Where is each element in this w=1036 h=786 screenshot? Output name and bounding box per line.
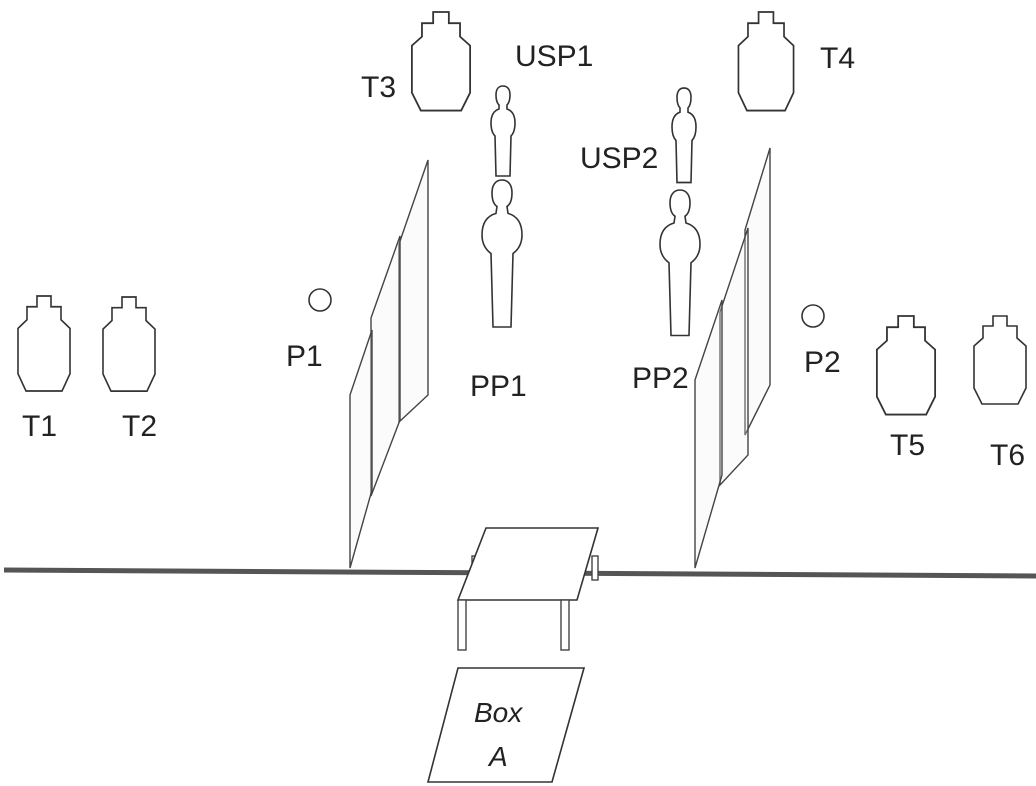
table-leg-back-right [591, 555, 599, 581]
table-leg-front-right [560, 599, 570, 651]
label-usp1: USP1 [515, 40, 593, 73]
left-panel-rear [398, 159, 429, 424]
table-leg-front-left [457, 599, 467, 651]
target-t3 [410, 11, 472, 112]
start-box-label-line1: Box [474, 697, 523, 728]
label-p1: P1 [286, 340, 323, 373]
no-shoot-usp2 [671, 87, 697, 184]
label-pp2: PP2 [632, 362, 689, 395]
label-p2: P2 [804, 346, 841, 379]
no-shoot-usp1 [490, 85, 516, 177]
left-panel-front [349, 329, 373, 569]
label-t5: T5 [890, 429, 925, 462]
right-panel-rear [744, 147, 771, 436]
right-panel-middle [719, 227, 749, 487]
target-t1 [17, 295, 71, 392]
popper-p1 [308, 288, 332, 312]
target-t6 [973, 315, 1027, 405]
start-box [426, 667, 586, 783]
left-wall [349, 159, 429, 569]
label-pp1: PP1 [470, 370, 527, 403]
target-t4 [737, 11, 795, 112]
label-t6: T6 [990, 439, 1025, 472]
target-t5 [875, 315, 937, 416]
label-t4: T4 [820, 42, 855, 75]
right-panel-front [694, 299, 723, 569]
label-t1: T1 [22, 410, 57, 443]
table [456, 527, 600, 651]
popper-p2 [801, 304, 825, 328]
start-box-label-line2: A [487, 741, 508, 772]
label-t3: T3 [361, 71, 396, 104]
label-usp2: USP2 [580, 142, 658, 175]
right-wall [694, 147, 771, 569]
no-shoot-pp2 [659, 189, 701, 337]
no-shoot-pp1 [481, 179, 523, 328]
label-t2: T2 [122, 410, 157, 443]
left-panel-middle [370, 235, 401, 497]
target-t2 [102, 296, 156, 393]
table-top [456, 527, 600, 601]
